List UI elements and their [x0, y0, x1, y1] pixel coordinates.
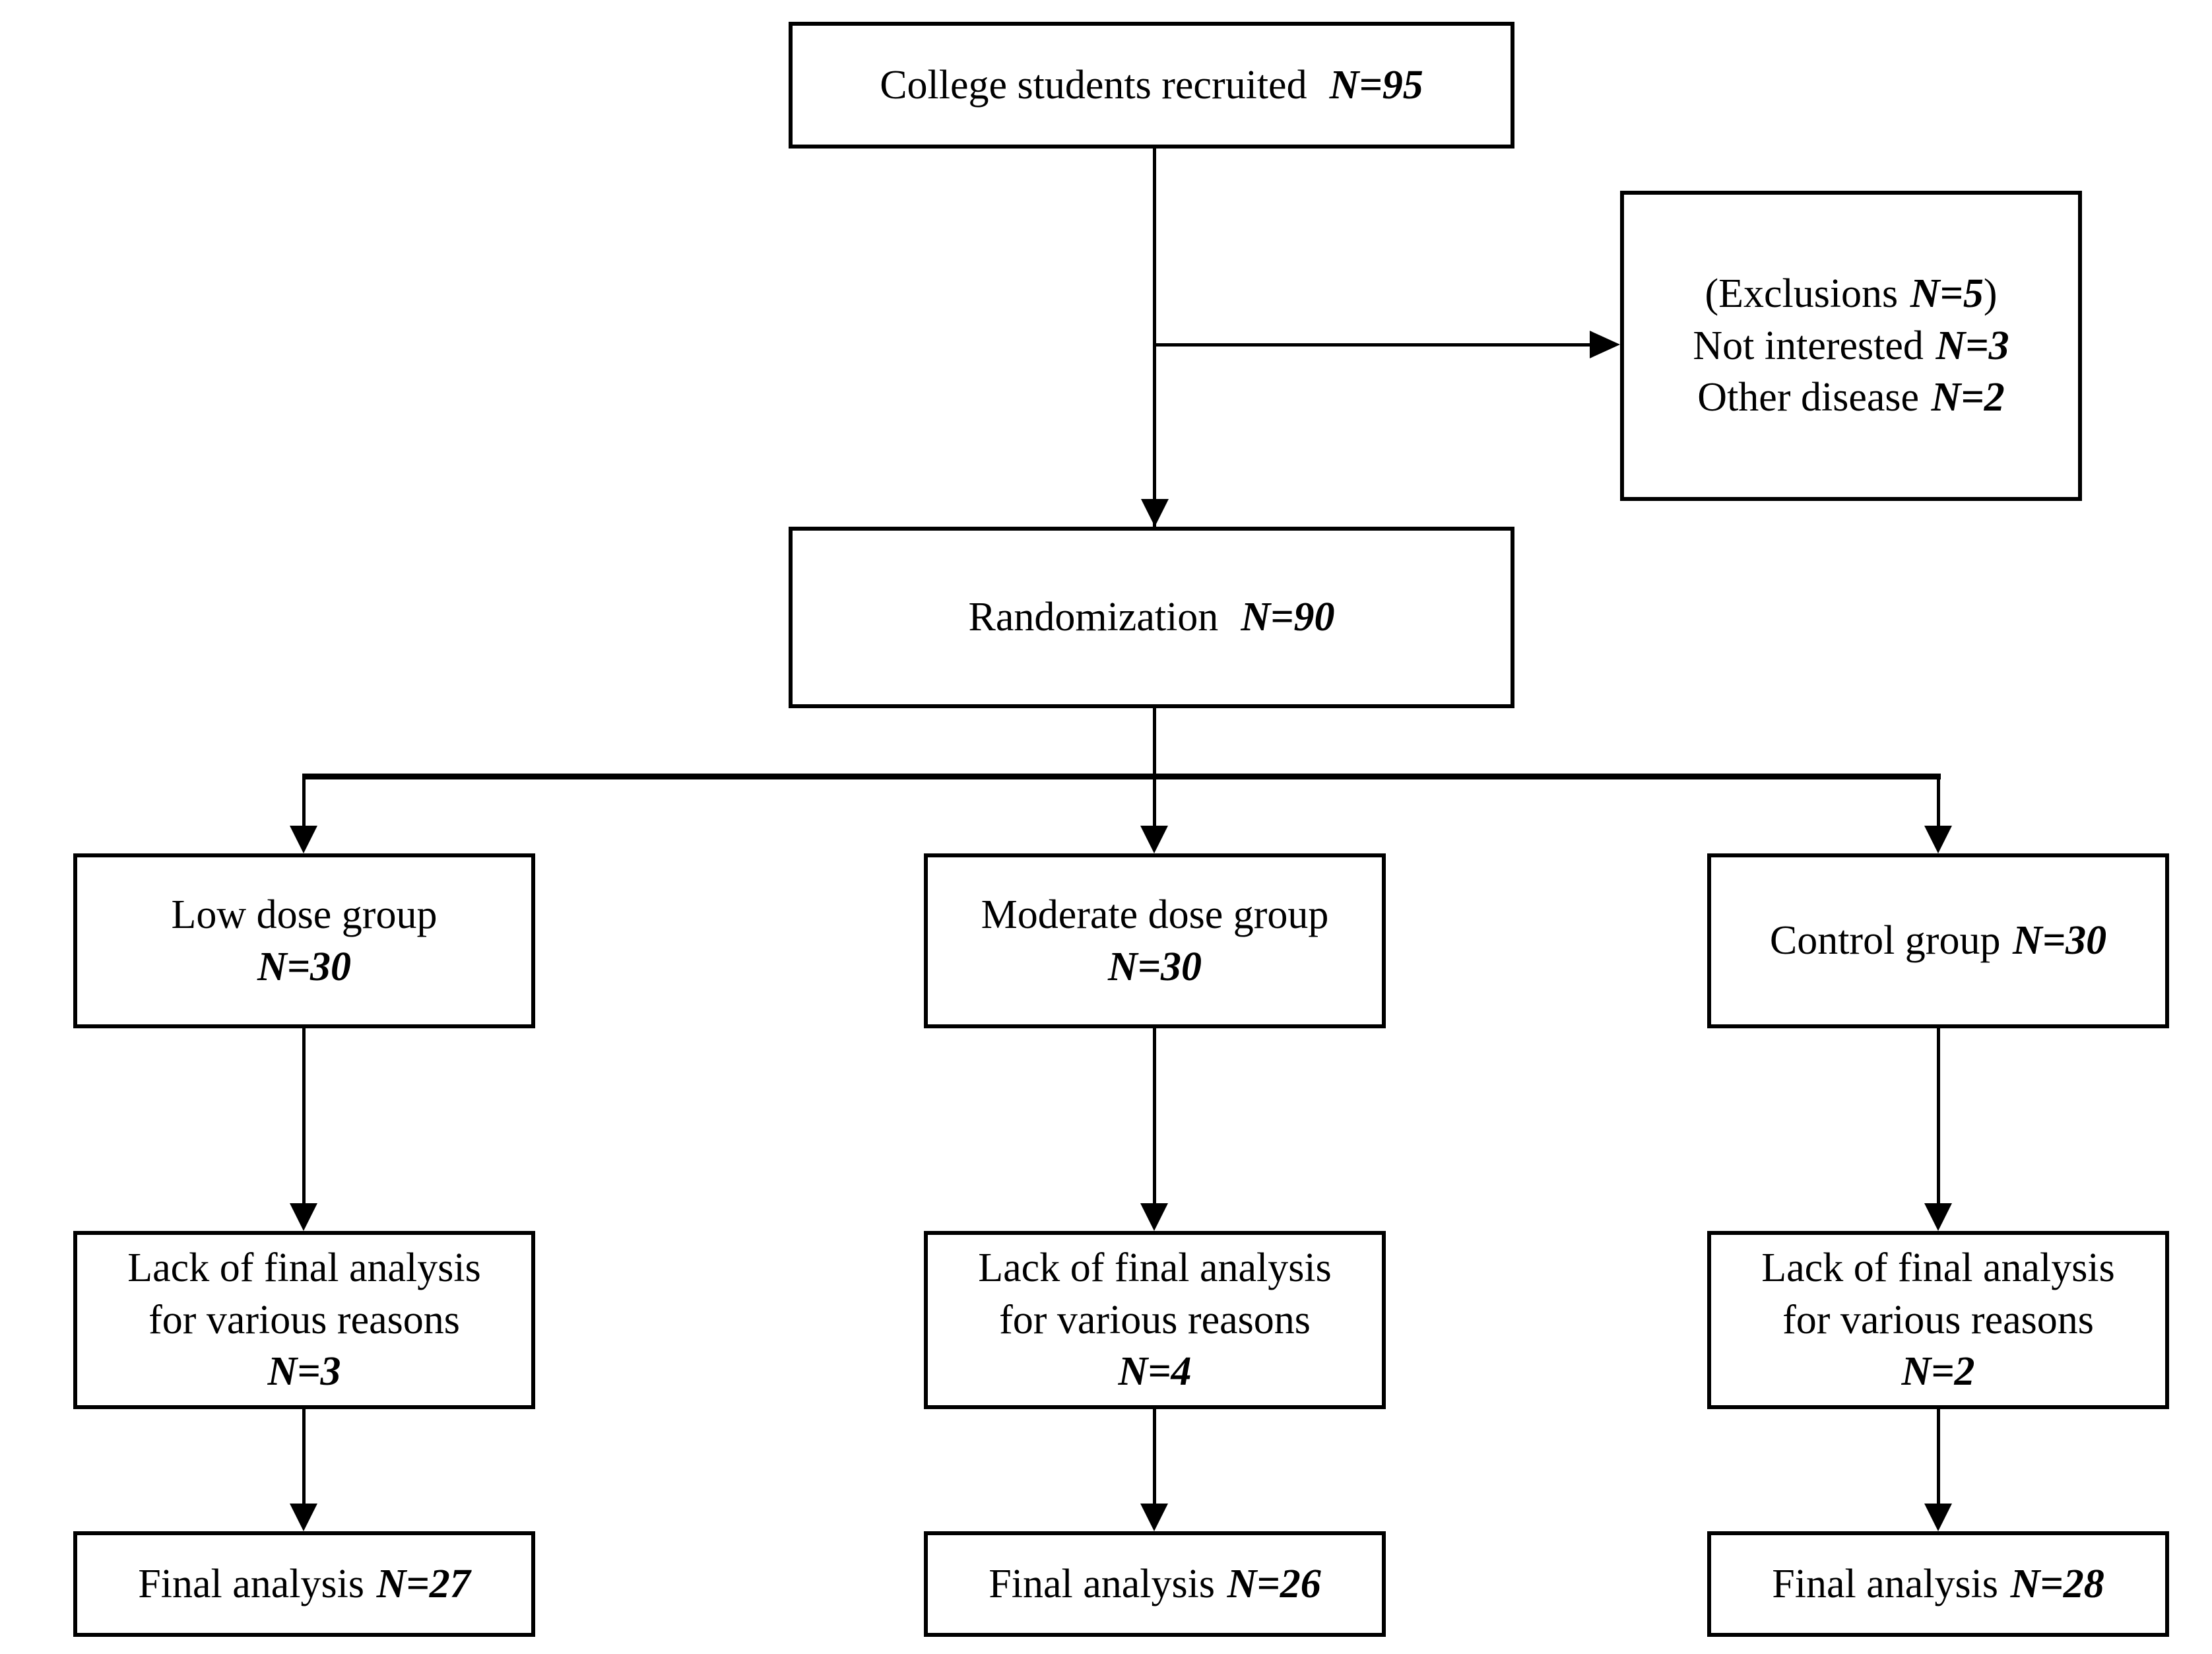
control-group-text: Control group N=30 — [1770, 915, 2106, 967]
recruited-n: N=95 — [1329, 62, 1423, 108]
exclusions-line2-label: Not interested — [1693, 323, 1924, 368]
box-moderate-final: Final analysis N=26 — [924, 1531, 1386, 1637]
connector-control-lack — [1937, 1028, 1940, 1203]
box-recruited: College students recruited N=95 — [789, 22, 1514, 149]
control-lack-line1: Lack of final analysis — [1761, 1245, 2115, 1290]
moderate-lack-line1: Lack of final analysis — [978, 1245, 1332, 1290]
moderate-group-label: Moderate dose group — [981, 892, 1329, 937]
exclusions-line3: Other disease N=2 — [1697, 372, 2004, 424]
low-final-label: Final analysis — [138, 1561, 364, 1606]
control-lack-line2: for various reasons — [1782, 1297, 2094, 1342]
control-final-text: Final analysis N=28 — [1772, 1558, 2104, 1610]
arrowhead-moderate-final — [1140, 1504, 1168, 1531]
connector-drop-moderate — [1153, 779, 1156, 826]
low-lack-line2: for various reasons — [148, 1297, 460, 1342]
control-final-label: Final analysis — [1772, 1561, 1998, 1606]
box-moderate-group: Moderate dose group N=30 — [924, 853, 1386, 1028]
arrowhead-control-lack — [1924, 1203, 1952, 1231]
connector-low-final — [302, 1409, 306, 1504]
randomization-label: Randomization — [968, 595, 1219, 640]
moderate-lack-line2: for various reasons — [999, 1297, 1311, 1342]
control-lack-n: N=2 — [1901, 1349, 1975, 1395]
connector-exclusions-branch — [1155, 343, 1590, 347]
arrowhead-randomization — [1141, 499, 1169, 527]
box-control-lack: Lack of final analysis for various reaso… — [1707, 1231, 2169, 1409]
arrowhead-low-final — [290, 1504, 317, 1531]
arrowhead-control — [1924, 826, 1952, 853]
box-randomization: Randomization N=90 — [789, 527, 1514, 708]
control-final-n: N=28 — [2010, 1561, 2104, 1606]
control-group-label: Control group — [1769, 918, 2001, 964]
randomization-text: Randomization N=90 — [968, 591, 1334, 644]
connector-drop-low — [302, 779, 306, 826]
arrowhead-moderate-lack — [1140, 1203, 1168, 1231]
connector-moderate-final — [1153, 1409, 1156, 1504]
exclusions-line3-label: Other disease — [1697, 375, 1919, 420]
low-final-text: Final analysis N=27 — [138, 1558, 470, 1610]
low-lack-line1: Lack of final analysis — [127, 1245, 481, 1290]
moderate-lack-n: N=4 — [1118, 1349, 1192, 1395]
connector-randomization-distributor — [1153, 708, 1156, 777]
arrowhead-low — [290, 826, 317, 853]
exclusions-line1-n: N=5 — [1910, 271, 1984, 316]
box-moderate-lack: Lack of final analysis for various reaso… — [924, 1231, 1386, 1409]
recruited-label: College students recruited — [880, 62, 1307, 108]
exclusions-line2-n: N=3 — [1936, 323, 2009, 368]
connector-recruited-randomization — [1153, 149, 1156, 527]
connector-control-final — [1937, 1409, 1940, 1504]
moderate-final-n: N=26 — [1227, 1561, 1321, 1606]
box-control-final: Final analysis N=28 — [1707, 1531, 2169, 1637]
randomization-n: N=90 — [1241, 595, 1335, 640]
arrowhead-moderate — [1140, 826, 1168, 853]
low-group-label: Low dose group — [171, 892, 438, 937]
low-final-n: N=27 — [376, 1561, 471, 1606]
recruited-text: College students recruited N=95 — [880, 59, 1423, 112]
moderate-final-text: Final analysis N=26 — [989, 1558, 1320, 1610]
connector-moderate-lack — [1153, 1028, 1156, 1203]
connector-low-lack — [302, 1028, 306, 1203]
low-group-n: N=30 — [257, 944, 352, 989]
exclusions-line1-label: (Exclusions — [1705, 271, 1899, 316]
box-low-lack: Lack of final analysis for various reaso… — [73, 1231, 535, 1409]
box-low-group: Low dose group N=30 — [73, 853, 535, 1028]
distributor-line — [302, 774, 1941, 779]
box-low-final: Final analysis N=27 — [73, 1531, 535, 1637]
arrowhead-control-final — [1924, 1504, 1952, 1531]
arrowhead-low-lack — [290, 1203, 317, 1231]
box-control-group: Control group N=30 — [1707, 853, 2169, 1028]
moderate-final-label: Final analysis — [989, 1561, 1215, 1606]
control-group-n: N=30 — [2013, 918, 2107, 964]
exclusions-line1-close: ) — [1983, 271, 1998, 316]
moderate-group-n: N=30 — [1107, 944, 1202, 989]
exclusions-line3-n: N=2 — [1931, 375, 2005, 420]
connector-drop-control — [1937, 779, 1940, 826]
low-lack-n: N=3 — [267, 1349, 341, 1395]
arrowhead-exclusions — [1590, 331, 1620, 358]
exclusions-line2: Not interested N=3 — [1693, 320, 2009, 372]
